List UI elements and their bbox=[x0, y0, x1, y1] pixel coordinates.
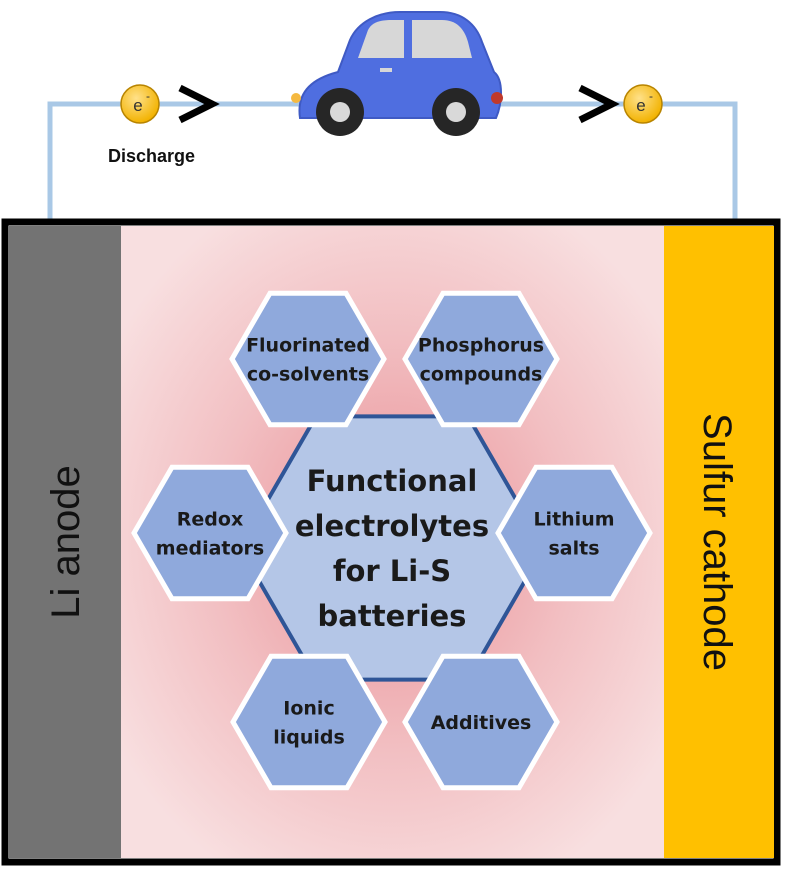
category-label-line: salts bbox=[548, 537, 599, 559]
category-hexagon bbox=[131, 464, 289, 602]
electrolyte-hexagons: Functional electrolytes for Li-S batteries F… bbox=[131, 290, 653, 791]
car-icon bbox=[291, 11, 503, 136]
category-label-line: Phosphorus bbox=[418, 334, 544, 356]
center-title-line: batteries bbox=[318, 599, 467, 633]
category-hexagon bbox=[229, 290, 387, 428]
category-hexagon bbox=[230, 653, 388, 791]
arrow-right-icon bbox=[578, 84, 620, 124]
sulfur-cathode bbox=[664, 226, 774, 858]
electron-right-charge: - bbox=[649, 89, 653, 103]
center-title-line: for Li-S bbox=[333, 554, 451, 588]
category-label-line: Fluorinated bbox=[246, 334, 370, 356]
electron-right: e - bbox=[623, 84, 663, 124]
category-label-line: liquids bbox=[273, 726, 345, 748]
category-label-line: compounds bbox=[420, 363, 543, 385]
arrow-left-icon bbox=[178, 84, 220, 124]
center-title-line: electrolytes bbox=[295, 509, 489, 543]
li-anode bbox=[8, 226, 121, 858]
center-title-line: Functional bbox=[307, 464, 478, 498]
category-label-line: Ionic bbox=[283, 697, 334, 719]
category-hexagon bbox=[495, 464, 653, 602]
cathode-label: Sulfur cathode bbox=[695, 413, 739, 671]
electron-left: e - bbox=[120, 84, 160, 124]
category-label-line: co-solvents bbox=[247, 363, 369, 385]
category-label-line: mediators bbox=[156, 537, 264, 559]
category-label-line: Redox bbox=[177, 508, 243, 530]
electron-left-symbol: e bbox=[133, 96, 142, 115]
category-hexagon bbox=[402, 290, 560, 428]
anode-label: Li anode bbox=[44, 465, 88, 618]
electron-right-symbol: e bbox=[636, 96, 645, 115]
discharge-label: Discharge bbox=[108, 146, 195, 166]
electron-left-charge: - bbox=[146, 89, 150, 103]
category-label-line: Lithium bbox=[533, 508, 614, 530]
category-hexagon bbox=[402, 653, 560, 791]
category-label-line: Additives bbox=[431, 712, 532, 734]
